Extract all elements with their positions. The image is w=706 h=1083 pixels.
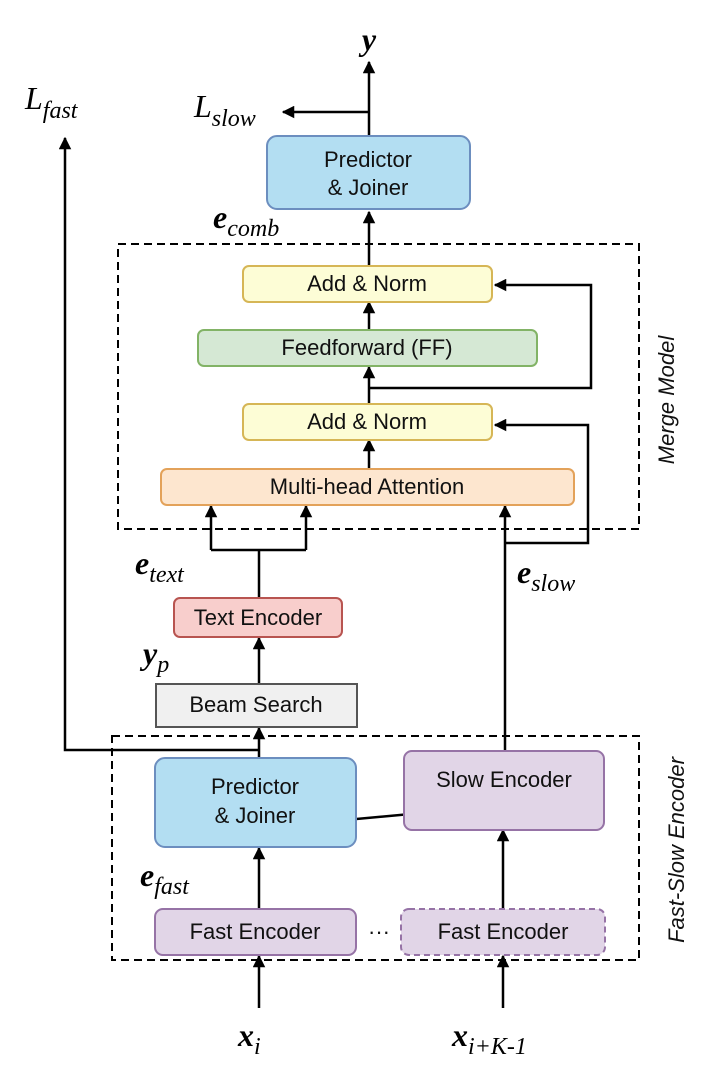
fast-predictor-joiner-box: Predictor & Joiner <box>154 757 357 848</box>
e-comb-main: e <box>213 199 227 235</box>
merge-predictor-label-1: Predictor <box>324 147 412 172</box>
add-norm-bottom-box: Add & Norm <box>242 403 493 441</box>
e-text-main: e <box>135 545 149 581</box>
merge-model-group <box>117 243 640 530</box>
e-text-sub: text <box>149 562 185 588</box>
l-slow-label: Lslow <box>193 88 256 132</box>
fast-encoder-k-box: Fast Encoder <box>400 908 606 956</box>
text-encoder-label: Text Encoder <box>194 605 322 630</box>
x-i-label: xi <box>237 1017 261 1060</box>
x-k-main: x <box>451 1017 468 1053</box>
e-fast-label: efast <box>140 857 190 900</box>
merge-predictor-label-2: & Joiner <box>328 175 409 200</box>
e-slow-label: eslow <box>517 554 575 597</box>
e-slow-main: e <box>517 554 531 590</box>
add-norm-top-label: Add & Norm <box>307 271 427 296</box>
fast-encoder-1-label: Fast Encoder <box>190 919 321 944</box>
beam-search-label: Beam Search <box>189 692 322 717</box>
fast-slow-encoder-label: Fast-Slow Encoder <box>664 755 689 943</box>
x-k-sub: i+K-1 <box>468 1034 527 1060</box>
l-slow-main: L <box>193 88 212 124</box>
l-fast-main: L <box>24 80 43 116</box>
fast-predictor-label-1: Predictor <box>211 774 299 799</box>
l-fast-label: Lfast <box>24 80 79 124</box>
e-fast-sub: fast <box>154 874 190 900</box>
residual-attention <box>493 418 590 545</box>
add-norm-top-box: Add & Norm <box>242 265 493 303</box>
encoder-ellipsis: ··· <box>368 919 390 944</box>
fast-predictor-label-2: & Joiner <box>215 803 296 828</box>
merge-predictor-joiner-box: Predictor & Joiner <box>266 135 471 210</box>
e-slow-sub: slow <box>531 571 575 597</box>
x-i-main: x <box>237 1017 254 1053</box>
e-fast-main: e <box>140 857 154 893</box>
e-comb-label: ecomb <box>213 199 279 242</box>
feedforward-box: Feedforward (FF) <box>197 329 538 367</box>
l-slow-sub: slow <box>212 106 256 132</box>
l-fast-sub: fast <box>43 98 79 124</box>
beam-search-box: Beam Search <box>155 683 358 728</box>
fast-encoder-k-label: Fast Encoder <box>438 919 569 944</box>
residual-ff <box>369 278 593 390</box>
output-y-label: y <box>358 21 377 57</box>
e-comb-sub: comb <box>227 216 279 242</box>
feedforward-label: Feedforward (FF) <box>281 335 452 360</box>
y-p-sub: p <box>155 652 169 678</box>
x-i-sub: i <box>254 1034 261 1060</box>
slow-encoder-box: Slow Encoder <box>403 750 605 831</box>
multihead-attention-box: Multi-head Attention <box>160 468 575 506</box>
slow-encoder-label: Slow Encoder <box>436 767 572 792</box>
y-p-main: y <box>139 635 158 671</box>
text-encoder-box: Text Encoder <box>173 597 343 638</box>
e-text-label: etext <box>135 545 185 588</box>
multihead-attention-label: Multi-head Attention <box>270 474 464 499</box>
fast-slow-encoder-group <box>111 735 640 961</box>
fast-encoder-1-box: Fast Encoder <box>154 908 357 956</box>
x-k-label: xi+K-1 <box>451 1017 527 1060</box>
y-p-label: yp <box>139 635 169 678</box>
arrow-to-l-fast <box>58 136 259 752</box>
merge-model-label: Merge Model <box>654 335 679 465</box>
add-norm-bottom-label: Add & Norm <box>307 409 427 434</box>
